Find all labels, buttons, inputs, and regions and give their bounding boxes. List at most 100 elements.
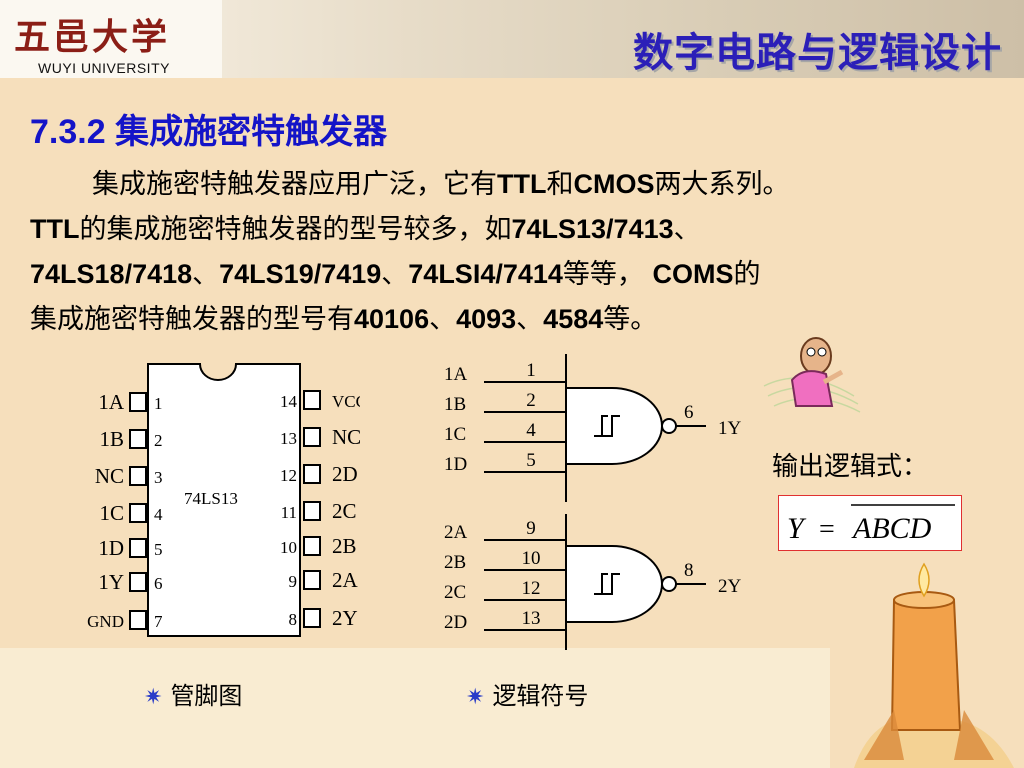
intro-paragraph: 集成施密特触发器应用广泛，它有TTL和CMOS两大系列。 TTL的集成施密特触发… <box>30 162 1005 342</box>
pin-right-name: VCC <box>332 392 360 411</box>
input-pin-number: 5 <box>526 450 536 471</box>
pin-left-box <box>129 503 147 523</box>
pin-right-box <box>303 570 321 590</box>
pin-right-number: 14 <box>280 392 298 411</box>
para-line-3: 74LS18/7418、74LS19/7419、74LSI4/7414等等， C… <box>30 259 761 290</box>
input-pin-number: 4 <box>526 420 536 441</box>
para-line-1: 集成施密特触发器应用广泛，它有TTL和CMOS两大系列。 <box>92 169 790 200</box>
pin-left-name: NC <box>95 464 124 488</box>
input-pin-number: 12 <box>522 578 541 599</box>
input-name: 1B <box>444 394 466 415</box>
pin-right-name: NC <box>332 425 360 449</box>
pin-right-name: 2D <box>332 462 358 486</box>
pin-right-box <box>303 536 321 556</box>
pin-right-box <box>303 390 321 410</box>
pin-right-box <box>303 608 321 628</box>
pin-left-box <box>129 392 147 412</box>
pin-left-box <box>129 466 147 486</box>
candle-illustration <box>854 562 1014 768</box>
pin-left-name: 1A <box>98 390 125 414</box>
right-pins: 14 VCC 13 NC 12 2D 11 2C 10 2B 9 2A 8 2Y <box>280 390 360 630</box>
pin-left-name: GND <box>87 612 124 631</box>
para-line-2: TTL的集成施密特触发器的型号较多，如74LS13/7413、 <box>30 214 701 245</box>
pin-left-name: 1D <box>98 536 124 560</box>
gate1-schmitt-icon <box>594 415 620 437</box>
gate2-inputs: 2A 9 2B 10 2C 12 2D 13 <box>444 518 566 633</box>
gate2-output-name: 2Y <box>718 576 742 597</box>
pin-right-number: 12 <box>280 466 297 485</box>
pin-left-name: 1Y <box>98 570 124 594</box>
gate1-output-name: 1Y <box>718 418 742 439</box>
input-pin-number: 2 <box>526 390 536 411</box>
logic-symbol-caption: ✷逻辑符号 <box>466 682 589 710</box>
pin-left-box <box>129 429 147 449</box>
pin-right-box <box>303 464 321 484</box>
input-name: 2D <box>444 612 467 633</box>
pin-left-name: 1B <box>99 427 124 451</box>
pin-right-number: 11 <box>281 503 297 522</box>
gate1-output-pin: 6 <box>684 402 694 423</box>
pin-left-number: 5 <box>154 540 163 559</box>
gate1-inputs: 1A 1 1B 2 1C 4 1D 5 <box>444 360 566 475</box>
gate1-nand-body <box>565 387 663 465</box>
pin-right-name: 2A <box>332 568 359 592</box>
gate2-output-pin: 8 <box>684 560 694 581</box>
output-formula: Y = ABCD <box>787 504 955 545</box>
pin-right-box <box>303 501 321 521</box>
gate2-schmitt-icon <box>594 573 620 595</box>
slide-header: 五邑大学 WUYI UNIVERSITY 数字电路与逻辑设计 <box>0 0 1024 78</box>
pin-right-box <box>303 427 321 447</box>
pin-left-number: 3 <box>154 468 163 487</box>
pin-right-number: 8 <box>289 610 298 629</box>
university-logo: 五邑大学 WUYI UNIVERSITY <box>0 0 222 78</box>
formula-lhs: Y <box>787 512 807 545</box>
pin-left-number: 6 <box>154 574 163 593</box>
chip-label: 74LS13 <box>184 489 238 508</box>
pin-left-number: 2 <box>154 431 163 450</box>
input-pin-number: 13 <box>522 608 541 629</box>
logo-english-text: WUYI UNIVERSITY <box>38 60 170 76</box>
course-title: 数字电路与逻辑设计 <box>633 31 1002 75</box>
logic-symbol-diagram: 1A 1 1B 2 1C 4 1D 5 2A 9 2B 10 2C 12 2D 13 6 1Y 8 2Y <box>444 354 742 650</box>
pin-right-name: 2C <box>332 499 357 523</box>
input-name: 2B <box>444 552 466 573</box>
bullet-star-icon: ✷ <box>144 685 163 710</box>
pin-right-number: 10 <box>280 538 297 557</box>
section-title: 7.3.2 集成施密特触发器 <box>30 113 388 151</box>
input-pin-number: 1 <box>526 360 536 381</box>
output-expression-label: 输出逻辑式： <box>772 452 929 482</box>
logo-chinese-text: 五邑大学 <box>14 16 171 58</box>
pin-left-number: 1 <box>154 394 163 413</box>
pin-left-box <box>129 572 147 592</box>
input-name: 1A <box>444 364 468 385</box>
gate2-inversion-bubble <box>661 576 677 592</box>
bottom-band <box>0 648 830 768</box>
output-formula-box: Y = ABCD <box>778 495 962 551</box>
bullet-star-icon: ✷ <box>466 685 485 710</box>
pin-left-number: 7 <box>154 612 163 631</box>
pin-left-number: 4 <box>154 505 163 524</box>
pin-right-name: 2B <box>332 534 357 558</box>
formula-rhs: ABCD <box>851 512 932 545</box>
pinout-caption: ✷管脚图 <box>144 682 243 710</box>
para-line-4: 集成施密特触发器的型号有40106、4093、4584等。 <box>30 304 658 335</box>
input-name: 2C <box>444 582 466 603</box>
gate2-nand-body <box>565 545 663 623</box>
thinking-figure-illustration <box>763 337 861 413</box>
pin-right-number: 9 <box>289 572 298 591</box>
input-name: 1D <box>444 454 467 475</box>
input-pin-number: 9 <box>526 518 536 539</box>
formula-equals: = <box>819 514 835 545</box>
gate1-inversion-bubble <box>661 418 677 434</box>
pin-right-number: 13 <box>280 429 297 448</box>
ic-body <box>147 363 301 637</box>
pin-left-box <box>129 610 147 630</box>
pin-left-box <box>129 538 147 558</box>
input-name: 1C <box>444 424 466 445</box>
input-pin-number: 10 <box>522 548 541 569</box>
pin-left-name: 1C <box>99 501 124 525</box>
pin-right-name: 2Y <box>332 606 358 630</box>
input-name: 2A <box>444 522 468 543</box>
